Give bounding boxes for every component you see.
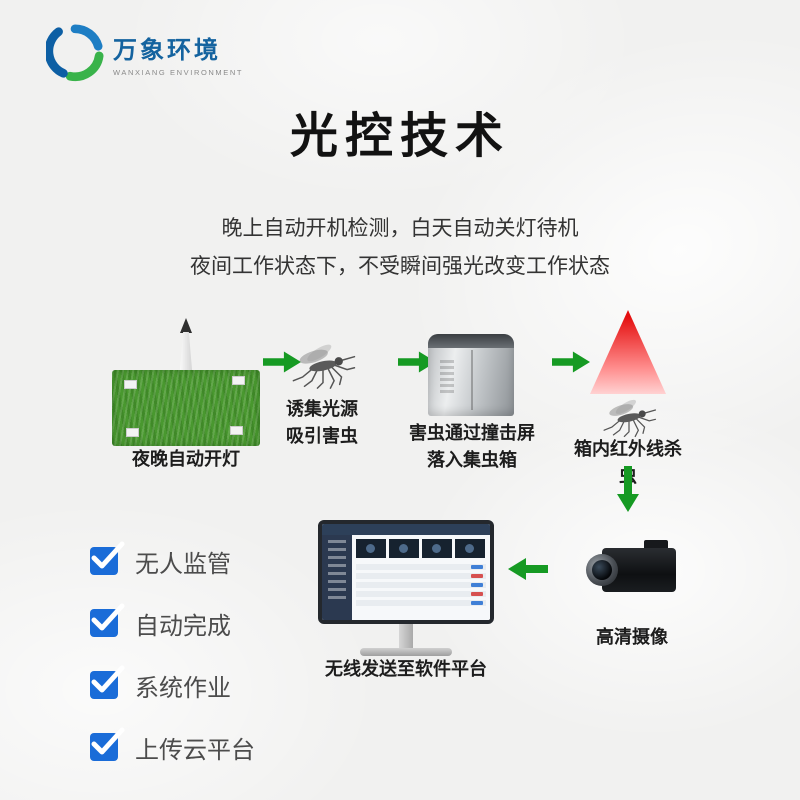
- camera-thumbnail: [422, 539, 452, 558]
- trap-box: [230, 426, 243, 435]
- hd-camera: [586, 538, 678, 598]
- step3-label-line2: 落入集虫箱: [427, 450, 517, 470]
- arrow-left-icon: [508, 558, 548, 580]
- logo-swirl-icon: [46, 24, 104, 82]
- logo-text: 万象环境 WANXIANG ENVIRONMENT: [113, 30, 243, 77]
- camera-thumbnail: [356, 539, 386, 558]
- table-row: [356, 600, 486, 606]
- mosquito-icon: [292, 344, 356, 389]
- logo-subtitle: WANXIANG ENVIRONMENT: [113, 67, 244, 77]
- checklist-item-label: 上传云平台: [135, 736, 255, 764]
- table-row: [356, 591, 486, 597]
- step5-label: 高清摄像: [596, 627, 668, 647]
- arrow-right-icon: [552, 351, 590, 373]
- dashboard-thumbnails: [352, 535, 490, 558]
- software-platform-monitor: [318, 520, 494, 656]
- trap-box: [232, 376, 245, 385]
- step2-label-line2: 吸引害虫: [286, 426, 358, 446]
- flow-step-night-light: [112, 318, 260, 448]
- description-line-1: 晚上自动开机检测，白天自动关灯待机: [221, 217, 579, 240]
- checklist-item-label: 无人监管: [135, 550, 231, 578]
- dashboard-content: [352, 535, 490, 620]
- infrared-beam: [590, 310, 666, 432]
- table-row: [356, 564, 486, 570]
- checklist-item: 系统作业: [90, 665, 255, 702]
- feature-checklist: 无人监管 自动完成 系统作业 上传云平台: [90, 541, 255, 794]
- checklist-item: 无人监管: [90, 541, 255, 578]
- step3-label: 害虫通过撞击屏 落入集虫箱: [408, 420, 536, 474]
- table-row: [356, 582, 486, 588]
- dashboard-sidebar: [322, 535, 352, 620]
- table-row: [356, 573, 486, 579]
- arrow-down-icon: [617, 466, 639, 512]
- box-vent: [440, 360, 454, 394]
- camera-thumbnail: [455, 539, 485, 558]
- step2-label-line1: 诱集光源: [286, 399, 358, 419]
- insect-collection-box: [428, 334, 514, 416]
- checklist-item: 自动完成: [90, 603, 255, 640]
- brand-logo: 万象环境 WANXIANG ENVIRONMENT: [46, 24, 243, 82]
- checked-checkbox-icon: [90, 727, 125, 761]
- red-beam-icon: [590, 310, 666, 394]
- dashboard-header: [322, 524, 490, 535]
- checked-checkbox-icon: [90, 541, 125, 575]
- box-seam: [471, 350, 473, 410]
- checked-checkbox-icon: [90, 665, 125, 699]
- checklist-item: 上传云平台: [90, 727, 255, 764]
- checklist-item-label: 系统作业: [135, 674, 231, 702]
- logo-name: 万象环境: [113, 36, 221, 64]
- step2-label: 诱集光源 吸引害虫: [272, 396, 372, 450]
- monitor-stand: [399, 624, 413, 650]
- dashboard-table: [352, 558, 490, 606]
- mosquito-icon: [603, 399, 657, 438]
- checked-checkbox-icon: [90, 603, 125, 637]
- arrow-right-icon: [263, 351, 301, 373]
- page-title: 光控技术: [289, 110, 510, 163]
- camera-thumbnail: [389, 539, 419, 558]
- lamp-pole-tip: [180, 318, 192, 333]
- description-line-2: 夜间工作状态下，不受瞬间强光改变工作状态: [190, 255, 610, 278]
- step6-label: 无线发送至软件平台: [325, 659, 487, 679]
- monitor-base: [360, 648, 452, 656]
- monitor-screen: [318, 520, 494, 624]
- camera-lens-icon: [592, 560, 612, 580]
- trap-box: [126, 428, 139, 437]
- camera-viewfinder: [644, 540, 668, 550]
- arrow-right-icon: [398, 351, 436, 373]
- step1-label: 夜晚自动开灯: [132, 449, 240, 469]
- checklist-item-label: 自动完成: [135, 612, 231, 640]
- box-top-rim: [428, 334, 514, 348]
- trap-box: [124, 380, 137, 389]
- step3-label-line1: 害虫通过撞击屏: [409, 423, 535, 443]
